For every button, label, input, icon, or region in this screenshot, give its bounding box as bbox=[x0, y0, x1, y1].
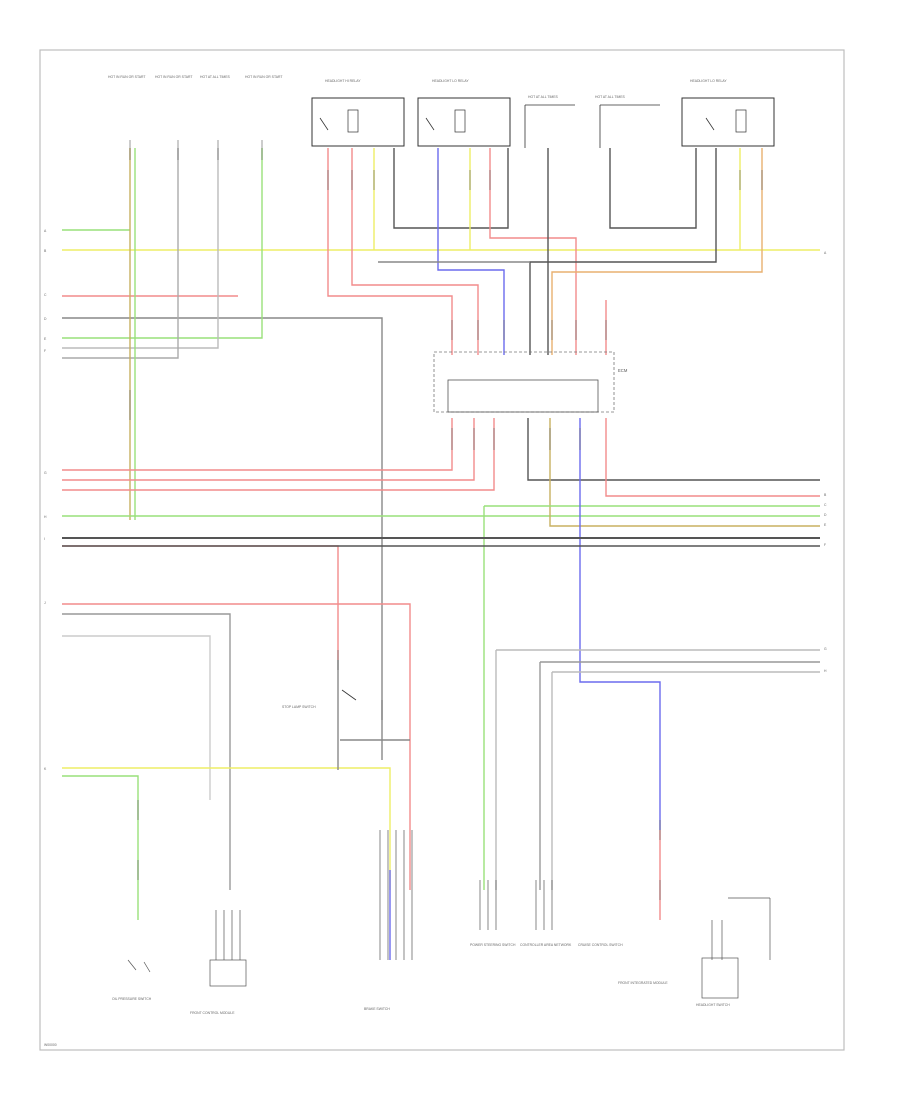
svg-text:B: B bbox=[824, 493, 827, 497]
component-label-8: HEADLIGHT SWITCH bbox=[696, 1003, 730, 1007]
connector-pins bbox=[129, 140, 763, 900]
component-label-5: CONTROLLER AREA NETWORK bbox=[520, 943, 572, 947]
stop-lamp-switch: STOP LAMP SWITCH bbox=[282, 689, 357, 709]
fuse-3-label: HOT AT ALL TIMES bbox=[200, 75, 231, 79]
wires bbox=[62, 148, 820, 960]
svg-text:C: C bbox=[824, 503, 827, 507]
svg-text:J: J bbox=[44, 601, 46, 605]
footer-code: W00000 bbox=[44, 1043, 57, 1047]
relay-box-3 bbox=[681, 97, 775, 147]
svg-text:I: I bbox=[44, 537, 45, 541]
fuse-4-label: HOT IN RUN OR START bbox=[245, 75, 283, 79]
fuse-2-label: HOT IN RUN OR START bbox=[155, 75, 193, 79]
svg-text:H: H bbox=[824, 669, 827, 673]
svg-text:E: E bbox=[44, 337, 47, 341]
component-label-4: POWER STEERING SWITCH bbox=[470, 943, 516, 947]
svg-text:A: A bbox=[44, 229, 47, 233]
svg-text:H: H bbox=[44, 515, 47, 519]
svg-text:C: C bbox=[44, 293, 47, 297]
svg-text:F: F bbox=[824, 543, 826, 547]
left-edge-markers: A B C D E F G H I J K bbox=[44, 229, 47, 771]
svg-text:G: G bbox=[44, 471, 47, 475]
svg-text:F: F bbox=[44, 349, 46, 353]
fuse-6-label: HOT AT ALL TIMES bbox=[595, 95, 626, 99]
relay-boxes bbox=[311, 97, 775, 148]
relay-box-1 bbox=[311, 97, 405, 147]
stop-lamp-switch-label: STOP LAMP SWITCH bbox=[282, 705, 316, 709]
component-label-3: BRAKE SWITCH bbox=[364, 1007, 390, 1011]
relay-1-label: HEADLIGHT HI RELAY bbox=[325, 79, 361, 83]
component-label-7: FRONT INTEGRATED MODULE bbox=[618, 981, 668, 985]
bottom-connectors bbox=[127, 830, 771, 999]
component-label-1: OIL PRESSURE SWITCH bbox=[112, 997, 152, 1001]
control-module-label: ECM bbox=[618, 368, 628, 373]
svg-text:K: K bbox=[44, 767, 47, 771]
fuse-1-label: HOT IN RUN OR START bbox=[108, 75, 146, 79]
fuse-5-label: HOT AT ALL TIMES bbox=[528, 95, 559, 99]
svg-text:A: A bbox=[824, 251, 827, 255]
right-edge-markers: A B C D E F G H bbox=[824, 251, 827, 673]
svg-text:B: B bbox=[44, 249, 47, 253]
svg-text:D: D bbox=[824, 513, 827, 517]
bottom-component-labels: OIL PRESSURE SWITCH FRONT CONTROL MODULE… bbox=[112, 943, 730, 1015]
top-fuse-labels: HOT IN RUN OR START HOT IN RUN OR START … bbox=[108, 75, 727, 99]
svg-text:G: G bbox=[824, 647, 827, 651]
component-label-2: FRONT CONTROL MODULE bbox=[190, 1011, 235, 1015]
diagram-frame bbox=[39, 49, 845, 1051]
control-module: ECM bbox=[433, 351, 628, 413]
relay-2-label: HEADLIGHT LO RELAY bbox=[432, 79, 469, 83]
relay-box-2 bbox=[417, 97, 511, 147]
relay-3-label: HEADLIGHT LO RELAY bbox=[690, 79, 727, 83]
component-label-6: CRUISE CONTROL SWITCH bbox=[578, 943, 623, 947]
svg-text:D: D bbox=[44, 317, 47, 321]
svg-text:E: E bbox=[824, 523, 827, 527]
